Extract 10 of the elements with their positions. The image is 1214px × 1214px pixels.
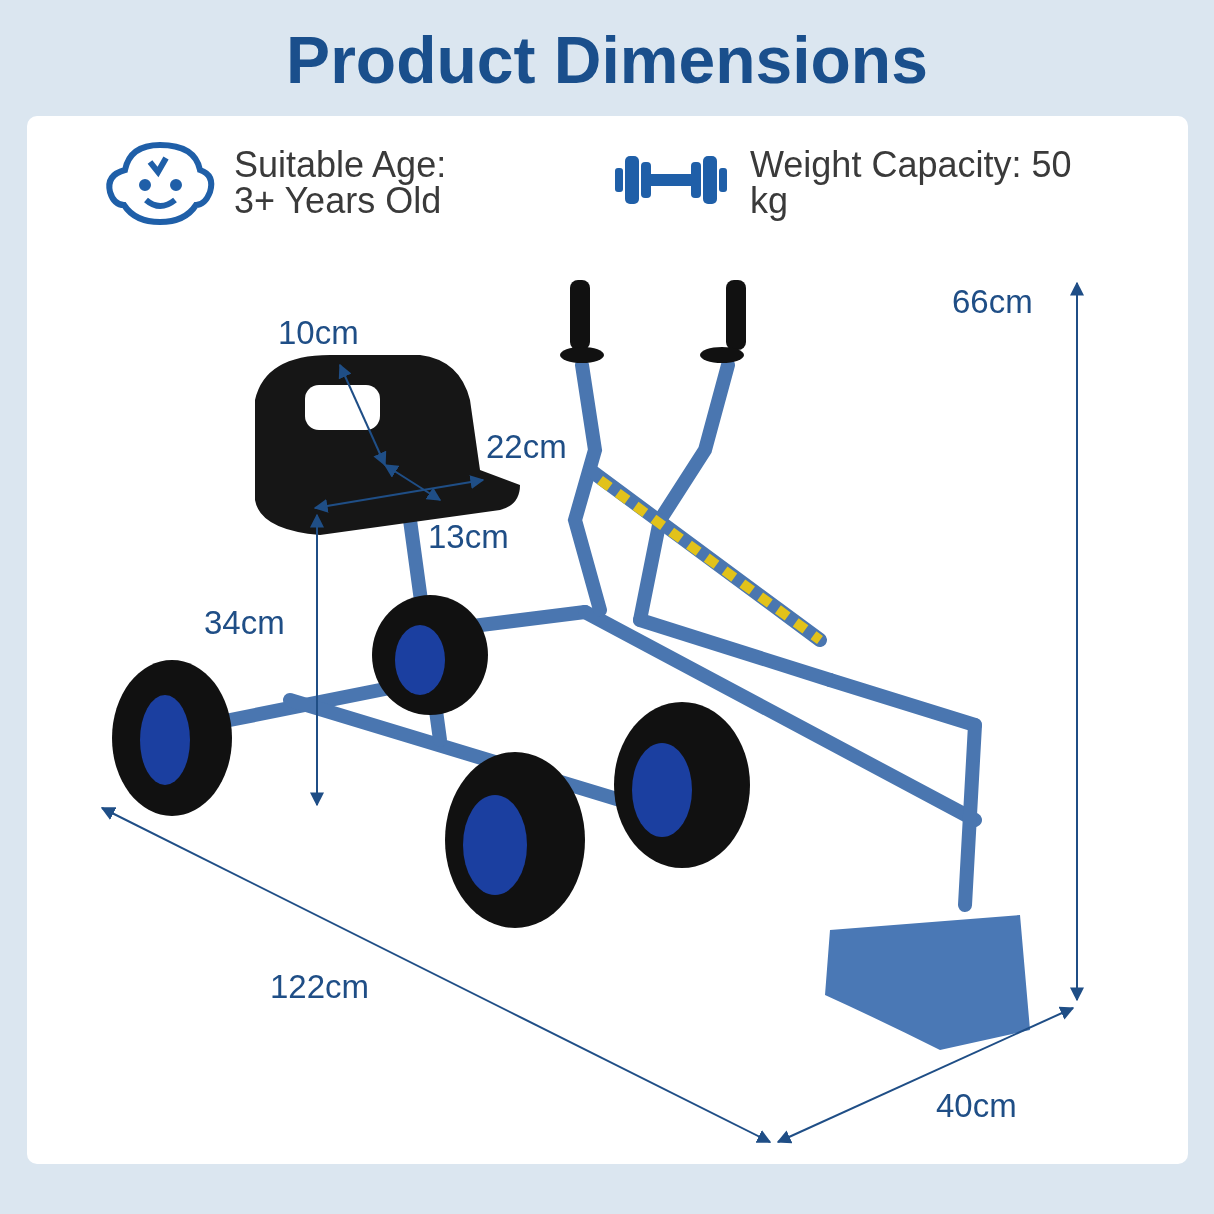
title: Product Dimensions bbox=[285, 22, 929, 98]
dimension-label: 13cm bbox=[428, 518, 509, 556]
age-note: Suitable Age: 3+ Years Old bbox=[234, 147, 448, 219]
dimension-label: 122cm bbox=[270, 968, 370, 1006]
dimension-label: 40cm bbox=[936, 1087, 1017, 1125]
dimension-label: 22cm bbox=[486, 428, 567, 466]
dimension-label: 34cm bbox=[204, 604, 285, 642]
dimension-label: 10cm bbox=[278, 314, 359, 352]
dimension-label: 66cm bbox=[952, 283, 1033, 321]
weight-capacity-note: Weight Capacity: 50 kg bbox=[750, 147, 1073, 219]
